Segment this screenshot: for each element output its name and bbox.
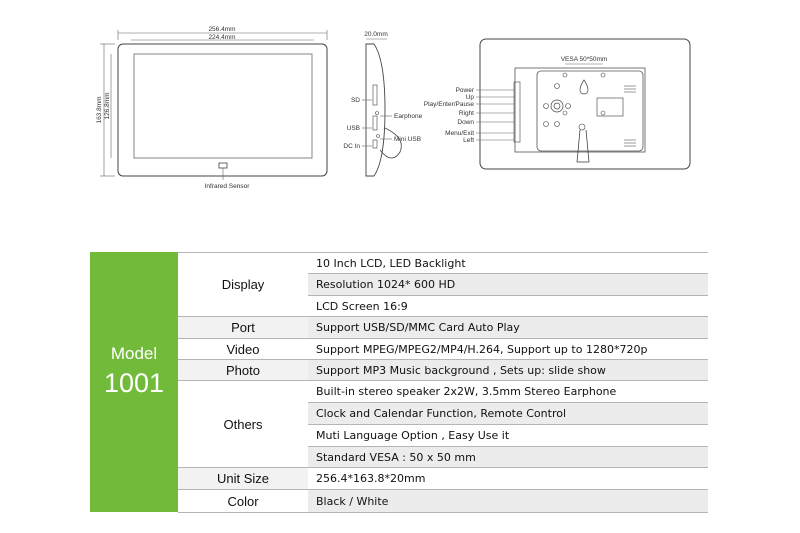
button-label-left: Left	[463, 137, 474, 144]
model-cell: Model 1001	[90, 252, 178, 512]
category-others: Others	[178, 381, 308, 468]
dc-in-label: DC In	[343, 143, 360, 150]
spec-row: Standard VESA : 50 x 50 mm	[308, 447, 708, 468]
category-port: Port	[178, 317, 308, 339]
button-label-up: Up	[466, 94, 475, 101]
usb-label: USB	[347, 125, 360, 132]
spec-grid: Display Port Video Photo Others Unit Siz…	[178, 252, 708, 513]
category-unit-size: Unit Size	[178, 468, 308, 490]
spec-row: LCD Screen 16:9	[308, 296, 708, 317]
spec-row: Support USB/SD/MMC Card Auto Play	[308, 317, 708, 339]
side-view: 20.0mm SD USB DC In Earphone Mini USB	[343, 31, 423, 177]
vesa-label: VESA 50*50mm	[561, 56, 608, 63]
mini-usb-label: Mini USB	[394, 136, 421, 143]
category-photo: Photo	[178, 360, 308, 381]
button-label-power: Power	[456, 87, 475, 94]
front-width-inner: 224.4mm	[208, 34, 235, 41]
front-width-outer: 256.4mm	[208, 26, 235, 33]
spec-row: 256.4*163.8*20mm	[308, 468, 708, 490]
button-label-right: Right	[459, 110, 474, 117]
infrared-sensor-label: Infrared Sensor	[205, 183, 251, 190]
model-number: 1001	[103, 368, 165, 398]
spec-table: Model 1001 Display Port Video Photo Othe…	[90, 252, 708, 513]
spec-row: 10 Inch LCD, LED Backlight	[308, 253, 708, 274]
spec-row: Resolution 1024* 600 HD	[308, 274, 708, 296]
spec-row: Muti Language Option , Easy Use it	[308, 425, 708, 447]
spec-row: Built-in stereo speaker 2x2W, 3.5mm Ster…	[308, 381, 708, 403]
button-label-down: Down	[457, 119, 474, 126]
spec-row: Support MP3 Music background , Sets up: …	[308, 360, 708, 381]
back-view: VESA 50*50mm Pow	[424, 38, 691, 170]
spec-row: Clock and Calendar Function, Remote Cont…	[308, 403, 708, 425]
front-height-outer: 163.8mm	[96, 96, 103, 123]
front-view: 256.4mm 224.4mm Infrared Sensor 163.8mm …	[96, 26, 328, 190]
model-label: Model	[110, 344, 158, 363]
product-dimension-drawing: 256.4mm 224.4mm Infrared Sensor 163.8mm …	[96, 26, 691, 190]
spec-row: Black / White	[308, 490, 708, 513]
category-display: Display	[178, 253, 308, 317]
category-video: Video	[178, 339, 308, 360]
button-label-menu: Menu/Exit	[445, 130, 474, 137]
side-depth-label: 20.0mm	[364, 31, 387, 38]
button-label-play: Play/Enter/Pause	[424, 101, 475, 108]
sd-label: SD	[351, 97, 360, 104]
spec-row: Support MPEG/MPEG2/MP4/H.264, Support up…	[308, 339, 708, 360]
front-height-inner: 126.8mm	[104, 92, 111, 119]
earphone-label: Earphone	[394, 113, 423, 120]
category-color: Color	[178, 490, 308, 513]
